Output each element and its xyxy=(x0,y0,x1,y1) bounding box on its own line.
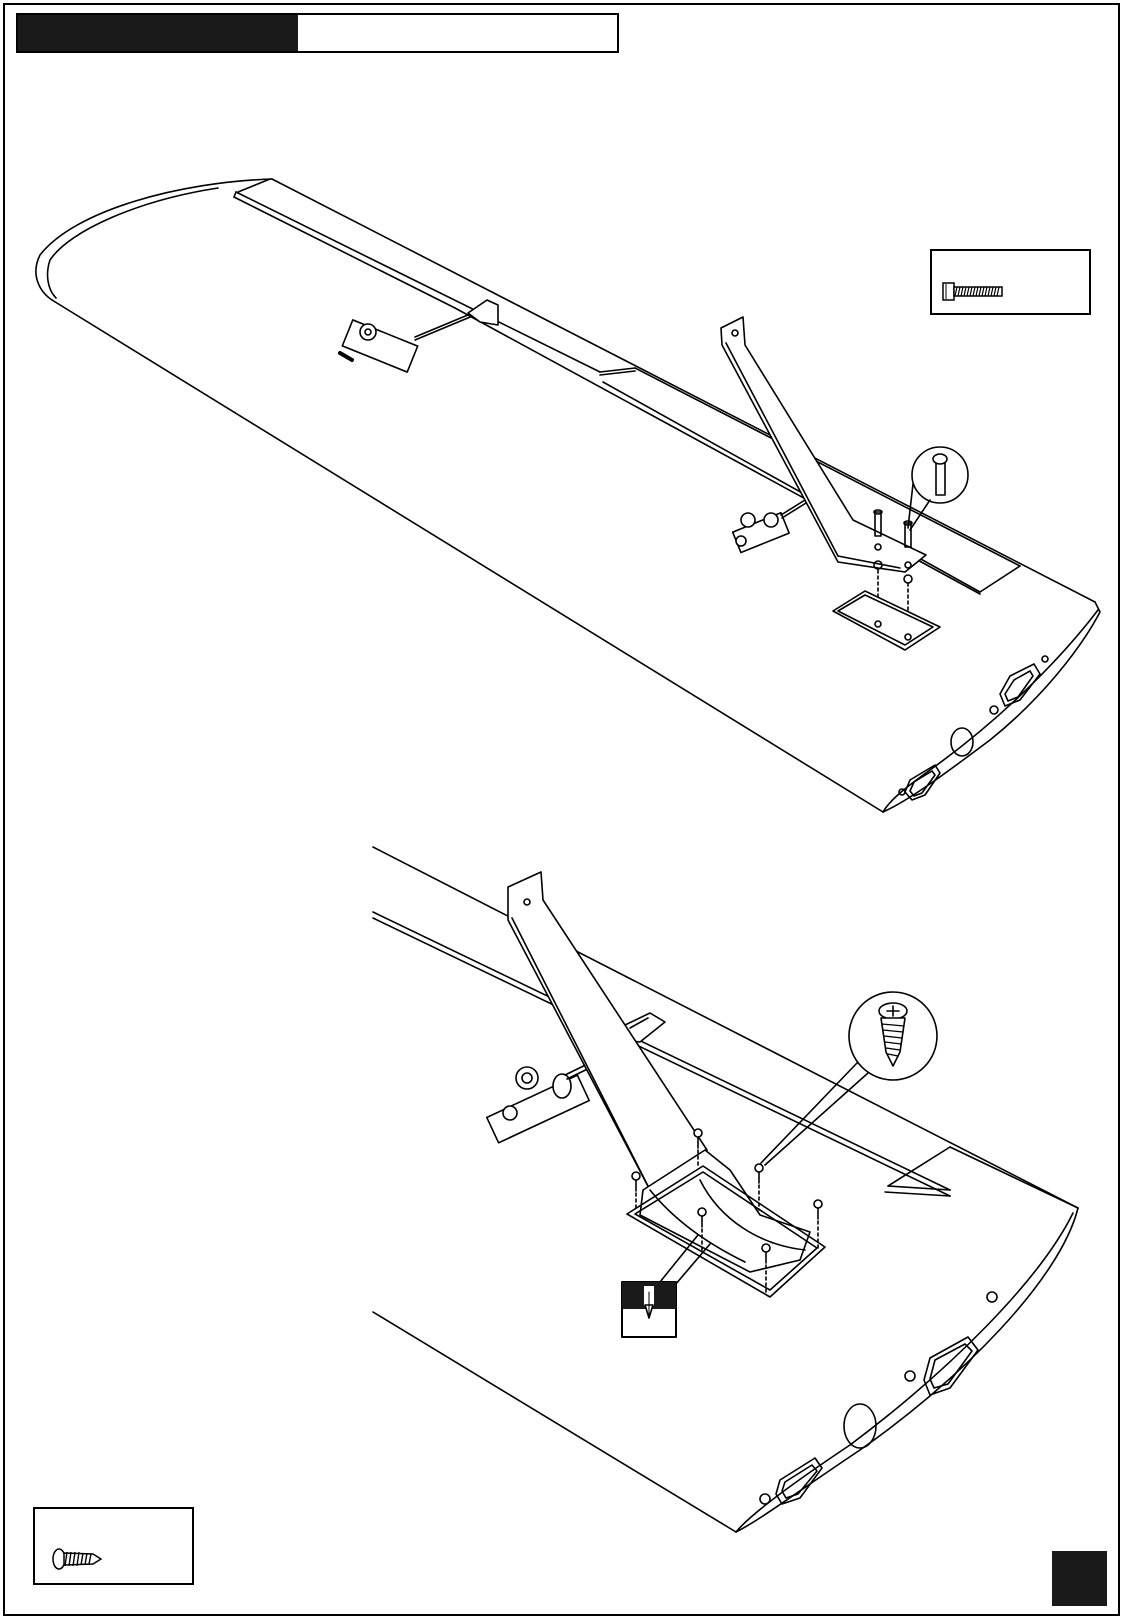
wing-figure-top xyxy=(36,179,1100,812)
wing-figure-bottom xyxy=(373,847,1078,1532)
